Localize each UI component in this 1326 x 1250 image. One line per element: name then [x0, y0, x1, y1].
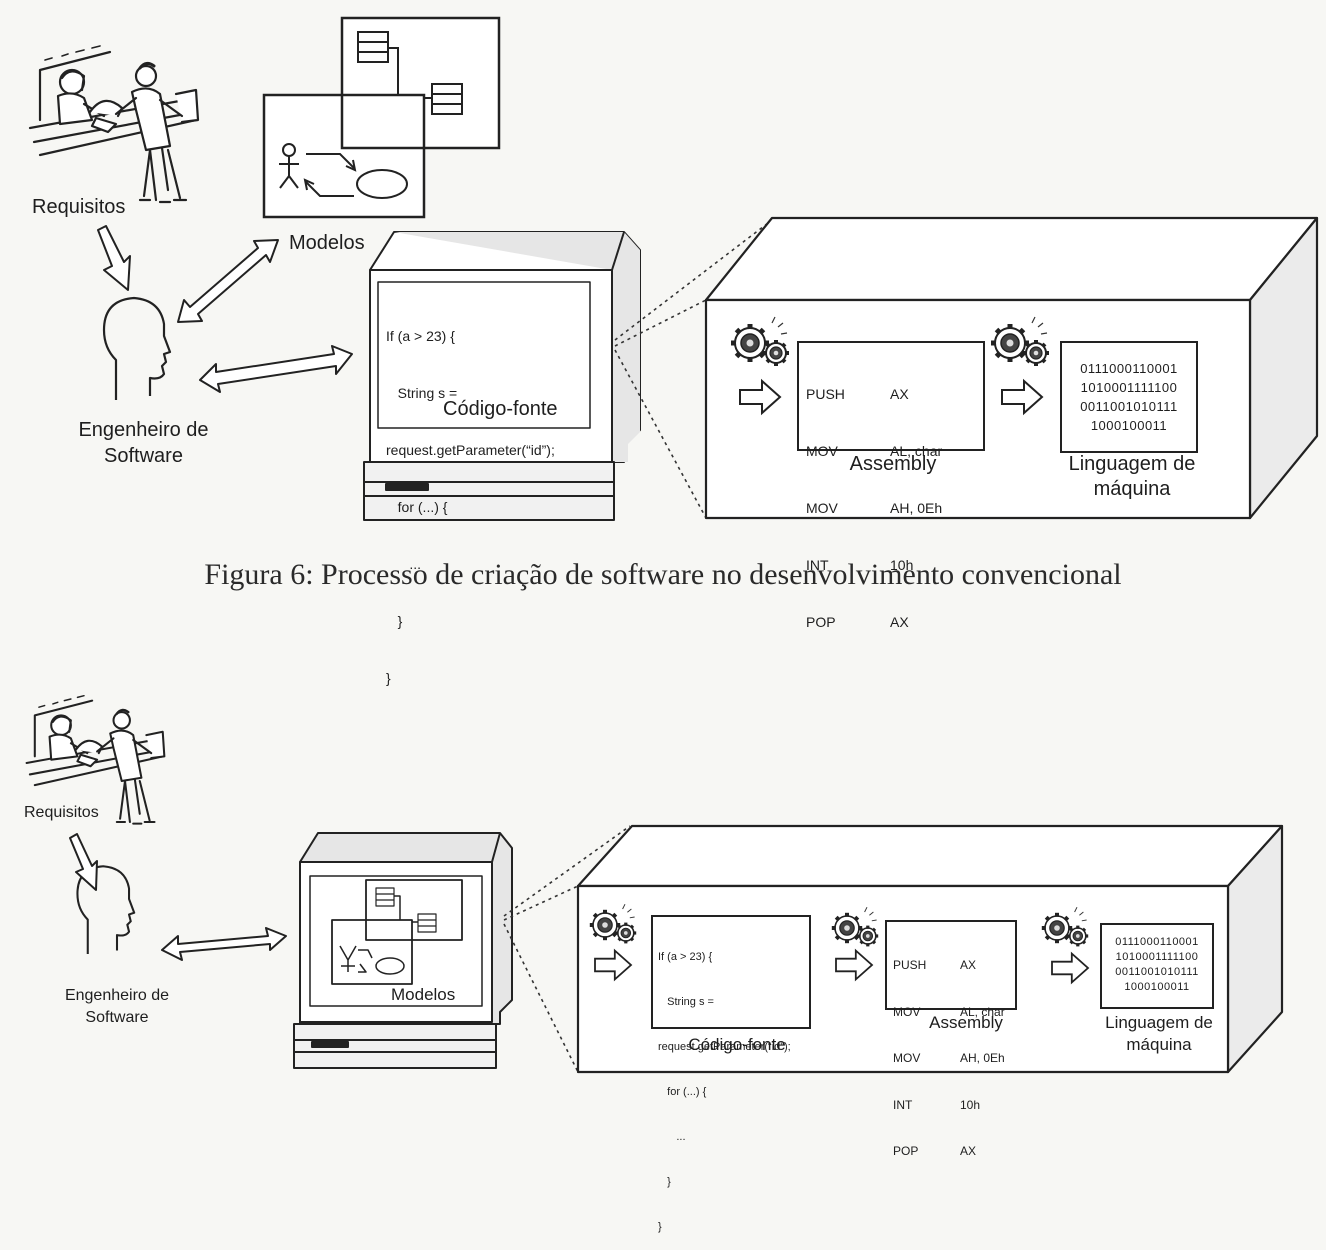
- code-line: }: [386, 670, 391, 686]
- requisitos-label-bottom: Requisitos: [24, 804, 99, 821]
- code-line: }: [658, 1176, 671, 1188]
- binary-line: 1000100011: [1090, 418, 1168, 433]
- asm-arg: 10h: [890, 557, 914, 573]
- binary-line: 1000100011: [1124, 981, 1190, 993]
- asm-arg: AH, 0Eh: [960, 1051, 1005, 1065]
- engenheiro-line-2-top: Software: [104, 445, 183, 467]
- code-line: String s =: [386, 385, 458, 401]
- source-code-panel-bottom: [651, 915, 811, 1029]
- asm-arg: AL, char: [890, 443, 943, 459]
- binary-line: 1010001111100: [1080, 380, 1178, 395]
- code-line: request.getParameter(“id”);: [386, 442, 555, 458]
- projection-lines-top: [614, 219, 773, 519]
- code-line: for (...) {: [386, 499, 448, 515]
- projection-lines-bottom: [503, 825, 631, 1073]
- computer-bottom: [293, 832, 513, 1069]
- source-code-bottom: If (a > 23) { String s = request.getPara…: [658, 920, 791, 1250]
- asm-op: INT: [806, 557, 829, 573]
- figure-caption: Figura 6: Processo de criação de softwar…: [204, 558, 1122, 591]
- code-line: }: [386, 613, 403, 629]
- code-line: If (a > 23) {: [386, 328, 455, 344]
- asm-op: POP: [893, 1144, 919, 1158]
- linguagem-label-top: Linguagem de máquina: [1046, 452, 1218, 502]
- source-code-top: If (a > 23) { String s = request.getPara…: [386, 289, 555, 707]
- assembly-label-top: Assembly: [849, 453, 937, 475]
- assembly-panel-bottom: [885, 920, 1017, 1010]
- linguagem-line-1-bottom: Linguagem de: [1105, 1013, 1213, 1032]
- asm-arg: 10h: [960, 1097, 981, 1112]
- binary-line: 1010001111100: [1115, 951, 1199, 963]
- binary-code-top: 0111000110001 1010001111100 001100101011…: [1061, 359, 1197, 435]
- code-line: }: [658, 1221, 662, 1233]
- code-line: ...: [658, 1131, 686, 1143]
- modelos-label-bottom: Modelos: [391, 985, 456, 1004]
- assembly-label-bottom: Assembly: [929, 1013, 1003, 1032]
- asm-op: PUSH: [893, 958, 927, 972]
- linguagem-label-bottom: Linguagem de máquina: [1088, 1012, 1230, 1056]
- arrows-bottom: [69, 833, 287, 961]
- linguagem-line-2-top: máquina: [1093, 478, 1171, 500]
- asm-op: MOV: [806, 443, 838, 459]
- assembly-ops-bottom: PUSH MOV MOV INT POP: [893, 927, 926, 1175]
- code-line: If (a > 23) {: [658, 951, 713, 963]
- arrows-top: [97, 225, 353, 393]
- asm-op: INT: [893, 1097, 913, 1112]
- linguagem-line-1-top: Linguagem de: [1068, 453, 1196, 475]
- engenheiro-label-bottom: Engenheiro de Software: [42, 985, 192, 1028]
- linguagem-line-2-bottom: máquina: [1126, 1035, 1192, 1055]
- diagram-graphics: [25, 16, 1319, 1074]
- engenheiro-line-2-bottom: Software: [85, 1008, 149, 1026]
- binary-line: 0111000110001: [1115, 936, 1199, 948]
- binary-line: 0011001010111: [1115, 966, 1199, 978]
- asm-op: POP: [806, 614, 836, 630]
- modelos-label-top: Modelos: [289, 232, 365, 254]
- requirements-scene-illustration-bottom: [25, 694, 166, 825]
- asm-arg: AX: [890, 386, 909, 402]
- models-documents-top: [262, 16, 501, 219]
- asm-arg: AX: [890, 614, 909, 630]
- engineer-head-bottom: [76, 865, 136, 955]
- asm-arg: AX: [960, 1144, 977, 1158]
- binary-line: 0011001010111: [1080, 399, 1178, 414]
- asm-op: MOV: [893, 1004, 921, 1019]
- machine-code-panel-bottom: [1100, 923, 1214, 1009]
- requirements-scene-illustration-top: [28, 45, 200, 204]
- asm-op: MOV: [806, 500, 838, 516]
- code-line: ...: [386, 556, 422, 572]
- assembly-args-top: AX AL, char AH, 0Eh 10h AX: [890, 347, 942, 651]
- asm-arg: AX: [960, 958, 977, 972]
- assembly-ops-top: PUSH MOV MOV INT POP: [806, 347, 845, 651]
- codigo-fonte-label-top: Código-fonte: [443, 398, 558, 420]
- computer-top: [363, 231, 641, 521]
- engenheiro-line-1-bottom: Engenheiro de: [64, 987, 170, 1004]
- asm-arg: AH, 0Eh: [890, 500, 943, 516]
- engenheiro-label-top: Engenheiro de Software: [56, 417, 231, 469]
- code-line: String s =: [658, 996, 714, 1008]
- asm-op: PUSH: [806, 386, 845, 402]
- asm-op: MOV: [893, 1051, 921, 1065]
- binary-line: 0111000110001: [1080, 361, 1178, 376]
- engineer-head-top: [102, 296, 172, 400]
- assembly-panel-top: [797, 341, 985, 451]
- code-line: request.getParameter(“id”);: [658, 1041, 791, 1053]
- asm-arg: AL, char: [960, 1004, 1005, 1019]
- binary-code-bottom: 0111000110001 1010001111100 001100101011…: [1101, 935, 1213, 995]
- machine-code-panel-top: [1060, 341, 1198, 453]
- requisitos-label-top: Requisitos: [32, 196, 126, 218]
- codigo-fonte-label-bottom: Código-fonte: [688, 1035, 786, 1054]
- engenheiro-line-1-top: Engenheiro de: [78, 419, 209, 441]
- code-line: for (...) {: [658, 1086, 707, 1098]
- assembly-args-bottom: AX AL, char AH, 0Eh 10h AX: [960, 927, 1005, 1175]
